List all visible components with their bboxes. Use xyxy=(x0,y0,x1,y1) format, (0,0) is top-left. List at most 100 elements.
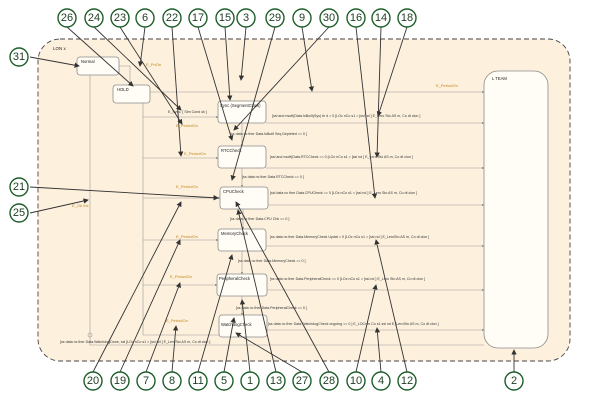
callout-31[interactable]: 31 xyxy=(9,47,29,67)
leader-lines xyxy=(29,26,517,373)
label-rtc2-event: E_PeriodOn xyxy=(184,151,206,156)
callout-25[interactable]: 25 xyxy=(9,203,29,223)
svg-text:1: 1 xyxy=(247,375,253,387)
leader-21 xyxy=(29,186,219,201)
transition-normal-return xyxy=(89,75,484,346)
label-mem-event: E_PeriodOn xyxy=(176,234,198,239)
label-cpu-guard: [ss data nc ther Data.CPU Chk == 0 ] xyxy=(230,217,289,221)
label-bottom-cond: [ss data nc ther Data.WatchdogDone, ssl … xyxy=(60,340,210,344)
callout-11[interactable]: 11 xyxy=(188,371,208,391)
callout-13[interactable]: 13 xyxy=(266,371,286,391)
label-hold-event: E_PriOn xyxy=(146,62,161,67)
callout-23[interactable]: 23 xyxy=(110,8,130,28)
state-cpu[interactable]: CPUCheck xyxy=(219,186,269,210)
svg-text:24: 24 xyxy=(88,12,100,24)
state-sync-label: Sync (SegmentClock) xyxy=(220,103,261,108)
callout-4[interactable]: 4 xyxy=(371,371,391,391)
label-wd-event: E_PeriodOn xyxy=(166,318,188,323)
callout-15[interactable]: 15 xyxy=(215,8,235,28)
state-memory[interactable]: MemoryCheck xyxy=(217,228,267,252)
leader-28 xyxy=(235,201,330,373)
callout-10[interactable]: 10 xyxy=(346,371,366,391)
svg-text:7: 7 xyxy=(143,375,149,387)
state-normal[interactable]: Normal xyxy=(76,56,120,76)
state-watchdog-label: WatchdogCheck xyxy=(221,322,252,327)
state-watchdog[interactable]: WatchdogCheck xyxy=(218,314,268,338)
svg-text:18: 18 xyxy=(401,12,413,24)
state-peripheral[interactable]: PeripheralCheck xyxy=(216,273,268,297)
svg-text:22: 22 xyxy=(166,12,178,24)
callout-5[interactable]: 5 xyxy=(214,371,234,391)
leader-10 xyxy=(355,284,378,373)
transition-hold-spine xyxy=(142,103,219,336)
callout-22[interactable]: 22 xyxy=(162,8,182,28)
callout-19[interactable]: 19 xyxy=(110,371,130,391)
callout-12[interactable]: 12 xyxy=(397,371,417,391)
leader-17 xyxy=(197,26,234,141)
callout-2[interactable]: 2 xyxy=(504,371,524,391)
svg-text:29: 29 xyxy=(269,12,281,24)
svg-text:8: 8 xyxy=(169,375,175,387)
leader-27 xyxy=(235,332,303,373)
callout-9[interactable]: 9 xyxy=(292,8,312,28)
callout-24[interactable]: 24 xyxy=(84,8,104,28)
transition-labels: E_PeriodOn E_PriOn E_Sync, [ Sim Cond ok… xyxy=(60,62,458,344)
svg-text:12: 12 xyxy=(401,375,413,387)
callouts-bottom: 20 19 7 8 11 5 1 13 27 28 10 4 12 2 xyxy=(83,371,524,391)
svg-text:5: 5 xyxy=(221,375,227,387)
label-rtc-cond: [ssl and nsoft(Data.RTCCheck == 0 [LOc n… xyxy=(270,155,413,159)
state-hold-label: HOLD xyxy=(117,87,129,92)
transition-normal-hold xyxy=(119,65,132,86)
leader-12 xyxy=(374,239,408,373)
callout-3[interactable]: 3 xyxy=(236,8,256,28)
leader-23 xyxy=(119,26,183,125)
svg-text:27: 27 xyxy=(296,375,308,387)
state-memory-label: MemoryCheck xyxy=(221,231,249,236)
leader-6 xyxy=(137,26,146,67)
state-rtc[interactable]: RTCCheck xyxy=(217,145,267,169)
callout-16[interactable]: 16 xyxy=(346,8,366,28)
label-cpu-event: E_PeriodOn xyxy=(176,184,198,189)
leader-5 xyxy=(223,317,236,373)
callouts-left: 31 21 25 xyxy=(9,47,29,223)
callout-27[interactable]: 27 xyxy=(292,371,312,391)
state-cpu-label: CPUCheck xyxy=(223,189,245,194)
callout-26[interactable]: 26 xyxy=(57,8,77,28)
callout-14[interactable]: 14 xyxy=(371,8,391,28)
label-wd-cond: [ss data nc ther Data.WatchdogCheck ongo… xyxy=(268,322,439,326)
svg-text:17: 17 xyxy=(192,12,204,24)
svg-text:31: 31 xyxy=(13,51,25,63)
label-per-event: E_PeriodOn xyxy=(170,274,192,279)
leader-29 xyxy=(230,26,276,181)
callout-6[interactable]: 6 xyxy=(135,8,155,28)
callout-20[interactable]: 20 xyxy=(83,371,103,391)
callout-28[interactable]: 28 xyxy=(319,371,339,391)
state-sync[interactable]: Sync (SegmentClock) xyxy=(217,100,267,124)
callout-30[interactable]: 30 xyxy=(319,8,339,28)
history-junction xyxy=(87,332,93,338)
svg-text:9: 9 xyxy=(299,12,305,24)
label-hold-cond: E_Sync, [ Sim Cond ok ] xyxy=(168,110,207,114)
leader-26 xyxy=(66,26,134,87)
svg-text:25: 25 xyxy=(13,207,25,219)
leader-4 xyxy=(374,327,382,373)
state-hold[interactable]: HOLD xyxy=(112,84,151,104)
state-peripheral-label: PeripheralCheck xyxy=(219,276,251,281)
callout-1[interactable]: 1 xyxy=(240,371,260,391)
callout-8[interactable]: 8 xyxy=(162,371,182,391)
state-timer[interactable]: L TEAM xyxy=(483,70,549,349)
callout-21[interactable]: 21 xyxy=(9,177,29,197)
leader-14 xyxy=(374,26,382,158)
transitions xyxy=(87,65,485,346)
svg-text:26: 26 xyxy=(61,12,73,24)
label-rtc-guard: [ss data nc ther Data.RTCCheck == 0 ] xyxy=(242,175,304,179)
leader-30 xyxy=(233,26,330,131)
leader-7 xyxy=(145,282,181,373)
leader-16 xyxy=(355,26,378,199)
callout-17[interactable]: 17 xyxy=(188,8,208,28)
callout-18[interactable]: 18 xyxy=(397,8,417,28)
callout-29[interactable]: 29 xyxy=(265,8,285,28)
callout-7[interactable]: 7 xyxy=(136,371,156,391)
leader-15 xyxy=(224,26,233,101)
